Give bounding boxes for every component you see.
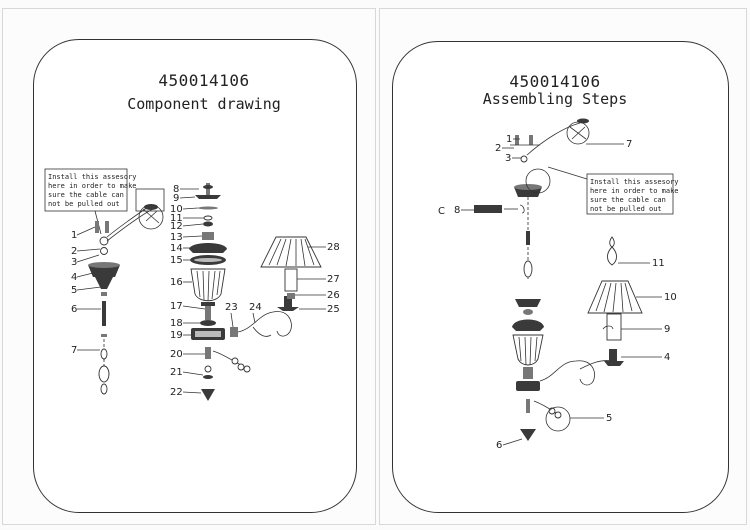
- left-model-number: 450014106: [158, 71, 250, 90]
- assembling-steps-panel: [392, 41, 729, 513]
- part-label-19: 19: [170, 330, 183, 341]
- left-note-box: Install this assesory here in order to m…: [44, 168, 137, 235]
- part-label-8: 8: [173, 184, 179, 195]
- left-note-line-2: here in order to make: [48, 182, 137, 190]
- part-label-13: 13: [170, 232, 183, 243]
- component-drawing-figure: Install this assesory here in order to m…: [44, 168, 340, 401]
- part-label-4: 4: [71, 272, 77, 283]
- svg-text:C: C: [438, 206, 445, 217]
- step-label-4: 4: [664, 352, 670, 363]
- canopy-assembly: [88, 188, 165, 395]
- part-label-12: 12: [170, 221, 183, 232]
- part-label-17: 17: [170, 301, 183, 312]
- part-label-1: 1: [71, 230, 77, 241]
- right-note-line-2: here in order to make: [590, 187, 679, 195]
- right-model-number: 450014106: [509, 72, 601, 91]
- part-label-20: 20: [170, 349, 183, 360]
- step-label-9: 9: [664, 324, 670, 335]
- part-label-22: 22: [170, 387, 183, 398]
- assembling-steps-heading: Assembling Steps: [482, 90, 628, 108]
- component-drawing-heading: Component drawing: [127, 95, 281, 113]
- center-part-labels: 8 9 10 11 12 13 14 15 16 17 18 19 20: [170, 184, 262, 398]
- part-label-25: 25: [327, 304, 340, 315]
- center-exploded-parts: [189, 183, 251, 401]
- part-label-26: 26: [327, 290, 340, 301]
- step-label-2: 2: [495, 143, 501, 154]
- part-label-27: 27: [327, 274, 340, 285]
- part-label-11: 11: [170, 213, 183, 224]
- part-label-24: 24: [249, 302, 262, 313]
- right-note-line-3: sure the cable can: [590, 196, 666, 204]
- part-label-21: 21: [170, 367, 183, 378]
- step-labels: 1 2 3 7 8 11 10 9 4 5 6: [454, 134, 677, 451]
- part-label-2: 2: [71, 246, 77, 257]
- step-tube-part: C: [438, 204, 525, 217]
- right-note-line-4: not be pulled out: [590, 205, 662, 213]
- step-label-5: 5: [606, 413, 612, 424]
- step-arm-assembly: [539, 236, 643, 386]
- left-sheet: 450014106 Component drawing Install this…: [2, 8, 376, 525]
- part-label-28: 28: [327, 242, 340, 253]
- arm-part: [230, 296, 299, 337]
- right-part-labels: 28 27 26 25: [295, 242, 340, 315]
- right-note-line-1: Install this assesory: [590, 178, 679, 186]
- step-label-1: 1: [506, 134, 512, 145]
- assembling-steps-figure: Install this assesory here in order to m…: [438, 118, 679, 451]
- left-note-line-4: not be pulled out: [48, 200, 120, 208]
- step-canopy-assembly: [510, 118, 590, 279]
- right-note-box: Install this assesory here in order to m…: [547, 166, 679, 215]
- step-body-assembly: [512, 299, 571, 441]
- part-label-6: 6: [71, 304, 77, 315]
- step-label-10: 10: [664, 292, 677, 303]
- shade-candle-parts: [260, 236, 322, 299]
- part-label-9: 9: [173, 193, 179, 204]
- left-note-line-3: sure the cable can: [48, 191, 124, 199]
- part-label-7: 7: [71, 345, 77, 356]
- part-label-18: 18: [170, 318, 183, 329]
- step-label-11: 11: [652, 258, 665, 269]
- left-part-labels: 1 2 3 4 5 6 7: [71, 226, 102, 356]
- part-label-5: 5: [71, 285, 77, 296]
- step-label-6: 6: [496, 440, 502, 451]
- part-label-14: 14: [170, 243, 183, 254]
- part-label-3: 3: [71, 257, 77, 268]
- right-sheet: 450014106 Assembling Steps Install this …: [379, 8, 747, 525]
- part-label-23: 23: [225, 302, 238, 313]
- part-label-10: 10: [170, 204, 183, 215]
- step-label-7: 7: [626, 139, 632, 150]
- part-label-15: 15: [170, 255, 183, 266]
- part-label-16: 16: [170, 277, 183, 288]
- left-note-line-1: Install this assesory: [48, 173, 137, 181]
- step-label-8: 8: [454, 205, 460, 216]
- step-label-3: 3: [505, 153, 511, 164]
